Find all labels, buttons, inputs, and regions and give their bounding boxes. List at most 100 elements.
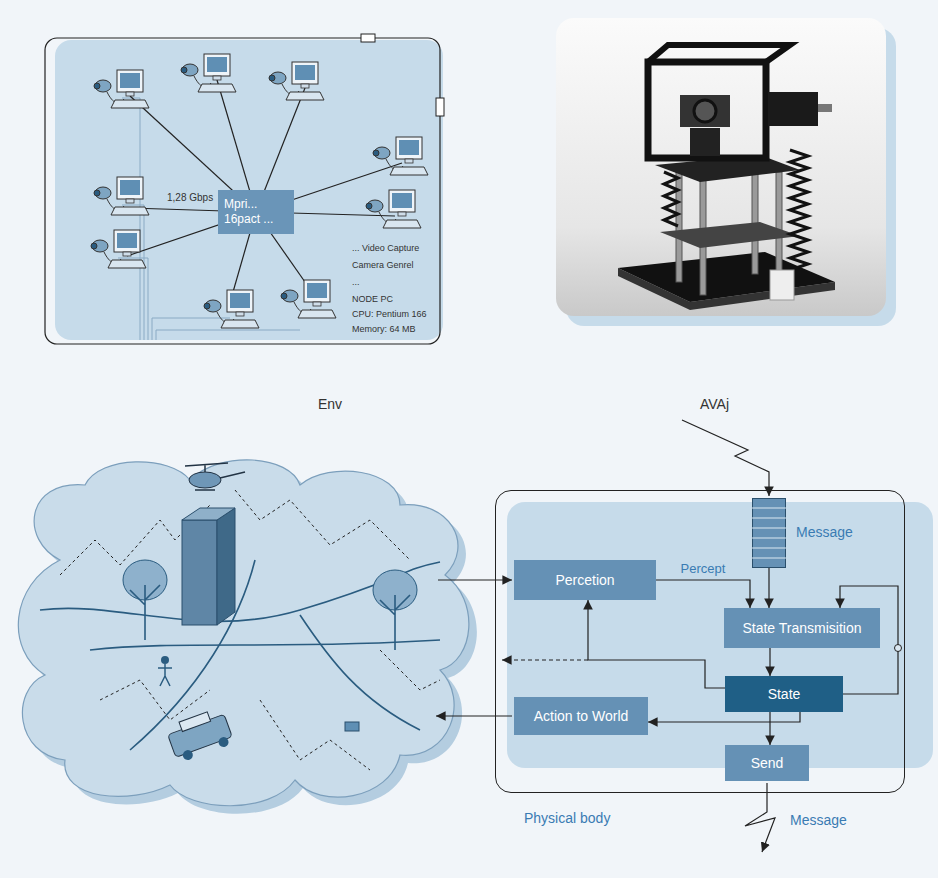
bus-wires [118, 98, 300, 340]
environment-cloud [100, 680, 210, 720]
node-pc-icon [373, 137, 428, 175]
node-text: Message [796, 524, 853, 540]
bus-wires [122, 205, 144, 340]
flow-arrow [656, 580, 750, 608]
world-arrows [745, 783, 775, 852]
annotation-text: NODE PC [352, 294, 393, 305]
camera-head-photo [790, 150, 808, 270]
dashed-arrow [502, 659, 588, 660]
annotation-text: Memory: 64 MB [352, 324, 416, 335]
camera-head-photo [664, 172, 678, 226]
environment-cloud [18, 460, 477, 814]
environment-cloud [235, 490, 410, 560]
edge-label: Percept [681, 561, 726, 577]
environment-cloud [18, 460, 469, 806]
network-panel [45, 38, 440, 344]
network-panel [45, 34, 444, 344]
camera-head-photo [776, 172, 782, 282]
environment-cloud [158, 664, 172, 686]
queue-slot [752, 528, 786, 529]
environment-cloud [182, 520, 217, 625]
annotation-text: AVAj [700, 396, 729, 413]
queue-slot [752, 558, 786, 559]
environment-cloud [189, 472, 221, 488]
node-text: State [768, 686, 801, 702]
camera-head-photo [556, 18, 886, 316]
bus-wires [122, 98, 140, 340]
camera-head-photo [618, 252, 835, 302]
environment-cloud [380, 650, 440, 690]
process-box: Action to World [514, 697, 648, 735]
node-text: State Transmisition [742, 620, 861, 636]
node-pc-icon [181, 54, 236, 92]
queue-symbol [753, 499, 786, 568]
annotation-text: CPU: Pentium 166 [352, 309, 427, 320]
camera-head-photo [690, 128, 720, 156]
annotation-text: Camera Genrel [352, 260, 414, 271]
node-pc-icon [91, 54, 428, 328]
body-shadow [507, 502, 933, 768]
environment-cloud [90, 640, 440, 650]
network-panel [436, 98, 444, 116]
switch-box: Mpri... 16pact ... [218, 190, 294, 234]
camera-head-photo [770, 270, 794, 300]
queue-slot [752, 518, 786, 519]
environment-cloud [182, 508, 235, 520]
queue-slot [752, 538, 786, 539]
camera-head-photo [648, 62, 766, 158]
node-text: Mpri... 16pact ... [224, 197, 288, 227]
queue-slot [752, 508, 786, 509]
node-pc-icon [281, 280, 336, 318]
node-text: Action to World [534, 708, 629, 724]
bus-wires [152, 318, 230, 340]
node-text: Physical body [524, 810, 610, 826]
state-box: State [725, 676, 843, 712]
node-pc-icon [366, 190, 421, 228]
world-arrows [436, 715, 512, 716]
bus-wires [156, 330, 300, 340]
process-box: Send [725, 745, 809, 781]
environment-cloud [130, 585, 160, 640]
flow-arrow [769, 712, 770, 745]
environment-cloud [181, 749, 194, 762]
camera-head-photo [818, 104, 832, 112]
annotation-text: ... Video Capture [352, 243, 419, 254]
flow-arrow [648, 712, 800, 722]
world-arrows [682, 420, 769, 496]
annotation-text: Env [318, 396, 342, 413]
agent-body: Physical bodyMessagePercetionState Trans… [495, 490, 905, 793]
camera-head-photo [680, 95, 730, 127]
world-arrows [438, 579, 512, 580]
camera-head-photo [694, 100, 716, 122]
flow-arrow [768, 568, 769, 608]
environment-cloud [260, 700, 370, 770]
environment-cloud [161, 656, 169, 664]
annotation-text: ... [352, 277, 360, 288]
node-pc-icon [91, 230, 146, 268]
camera-head-photo [752, 168, 758, 274]
queue-symbol [752, 498, 786, 568]
junction-dot [895, 645, 902, 652]
message-queue: Message [752, 498, 786, 568]
environment-cloud [179, 712, 211, 732]
environment-cloud [60, 490, 440, 770]
bus-wires [118, 258, 148, 340]
environment-cloud [217, 736, 230, 749]
node-text: Send [751, 755, 784, 771]
body-shadow [507, 502, 933, 768]
environment-cloud [40, 560, 440, 750]
annotation-text: 1,28 Gbps [165, 192, 215, 204]
process-box: State Transmisition [724, 608, 880, 648]
environment-cloud [185, 463, 245, 490]
camera-head-photo [768, 92, 818, 126]
flow-arrow [588, 600, 725, 688]
node-text: Percetion [555, 572, 614, 588]
environment-cloud [165, 707, 235, 764]
queue-slot [752, 548, 786, 549]
node-pc-icon [94, 70, 149, 108]
camera-head-photo [660, 222, 800, 248]
process-box: Percetion [514, 560, 656, 600]
camera-head-photo [556, 18, 896, 326]
node-pc-icon [269, 62, 324, 100]
